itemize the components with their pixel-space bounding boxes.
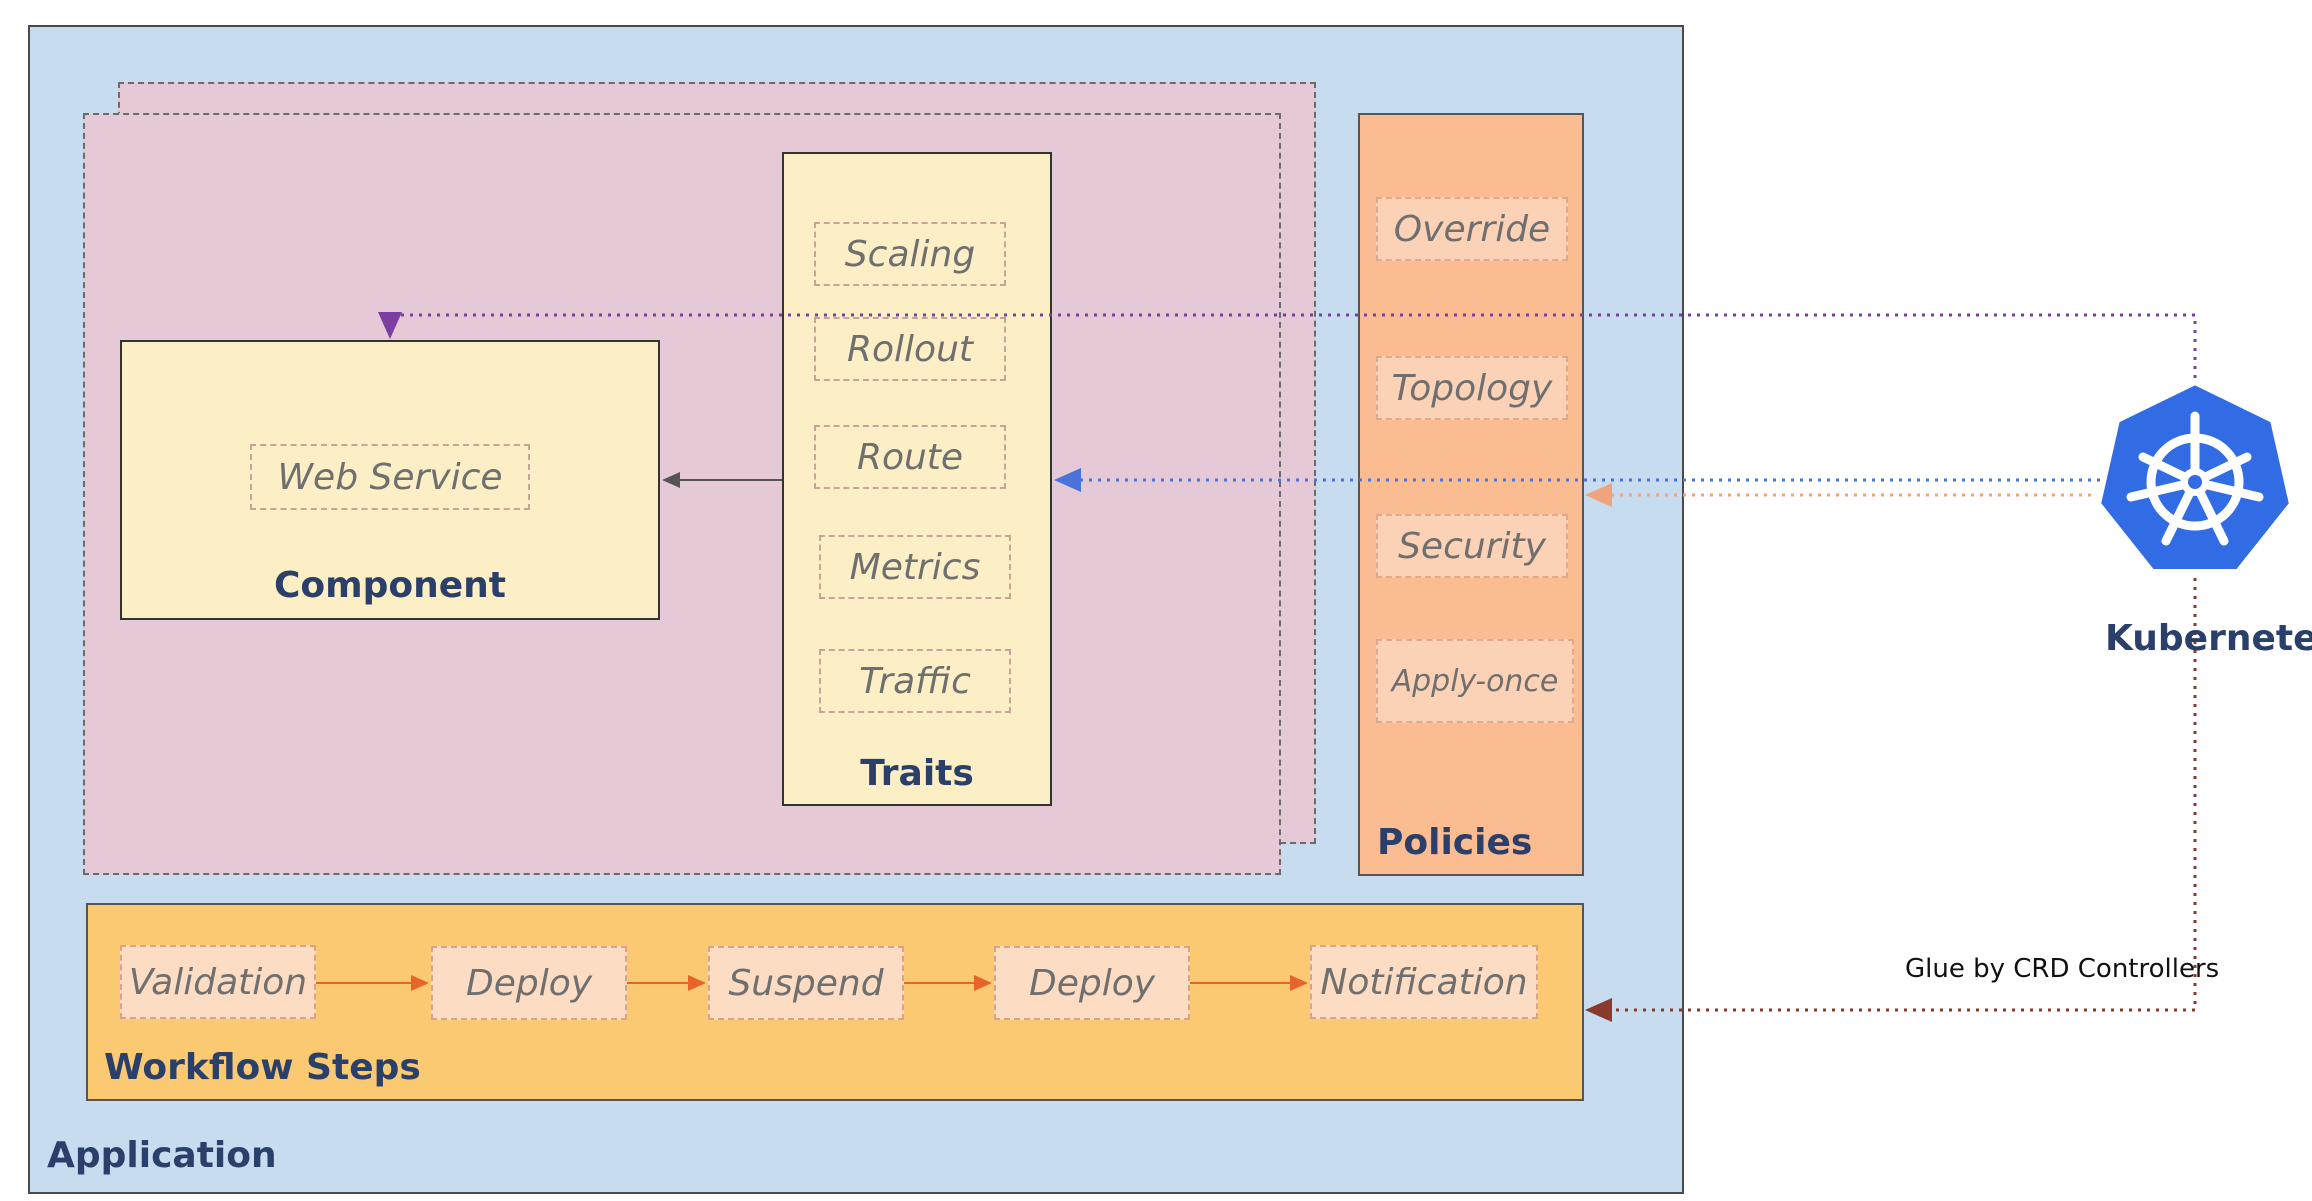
trait-route: Route xyxy=(814,425,1006,489)
policies-label: Policies xyxy=(1377,822,1533,863)
workflow-step-suspend: Suspend xyxy=(708,946,904,1020)
workflow-step-validation: Validation xyxy=(120,945,316,1019)
kubernetes-helm-wheel-icon xyxy=(2095,379,2295,575)
policy-override: Override xyxy=(1376,197,1568,261)
traits-label: Traits xyxy=(860,753,974,794)
web-service-chip: Web Service xyxy=(250,444,530,510)
trait-metrics: Metrics xyxy=(819,535,1011,599)
k8s-to-component-link xyxy=(378,312,2197,378)
application-label: Application xyxy=(47,1135,277,1176)
workflow-step-notification: Notification xyxy=(1310,945,1538,1019)
workflow-label: Workflow Steps xyxy=(104,1047,421,1088)
policy-topology: Topology xyxy=(1376,356,1568,420)
glue-note: Glue by CRD Controllers xyxy=(1905,954,2220,984)
trait-traffic: Traffic xyxy=(819,649,1011,713)
trait-scaling: Scaling xyxy=(814,222,1006,286)
policy-apply-once: Apply-once xyxy=(1376,639,1574,723)
policy-security: Security xyxy=(1376,514,1568,578)
trait-rollout: Rollout xyxy=(814,317,1006,381)
kubernetes-label: Kubernetes xyxy=(2105,618,2312,659)
workflow-step-deploy-1: Deploy xyxy=(431,946,627,1020)
workflow-step-deploy-2: Deploy xyxy=(994,946,1190,1020)
component-label: Component xyxy=(273,565,507,606)
k8s-to-workflow-link xyxy=(1585,578,2197,1022)
